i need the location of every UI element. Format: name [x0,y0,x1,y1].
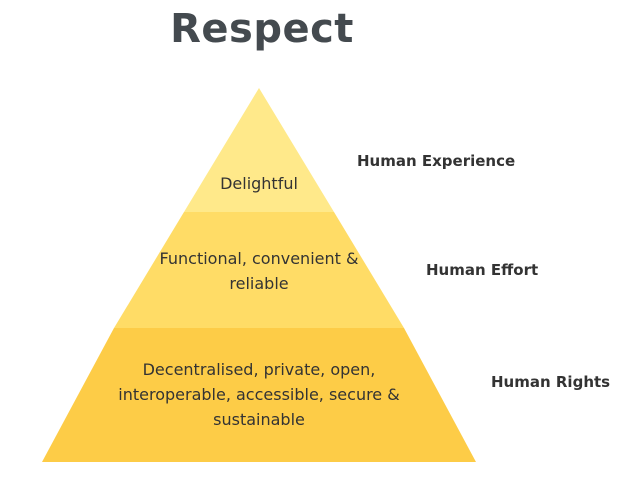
tier-middle-text: Functional, convenient & reliable [159,249,359,293]
tier-middle-shape [114,212,404,328]
label-human-effort: Human Effort [426,261,539,279]
label-human-experience: Human Experience [357,152,516,170]
diagram-title: Respect [170,6,354,52]
tier-top-text: Delightful [220,174,298,193]
tier-bottom-text: Decentralised, private, open, interopera… [118,360,400,429]
label-human-rights: Human Rights [491,373,611,391]
tier-top-shape [184,88,334,212]
tier-bottom-shape [42,328,476,462]
